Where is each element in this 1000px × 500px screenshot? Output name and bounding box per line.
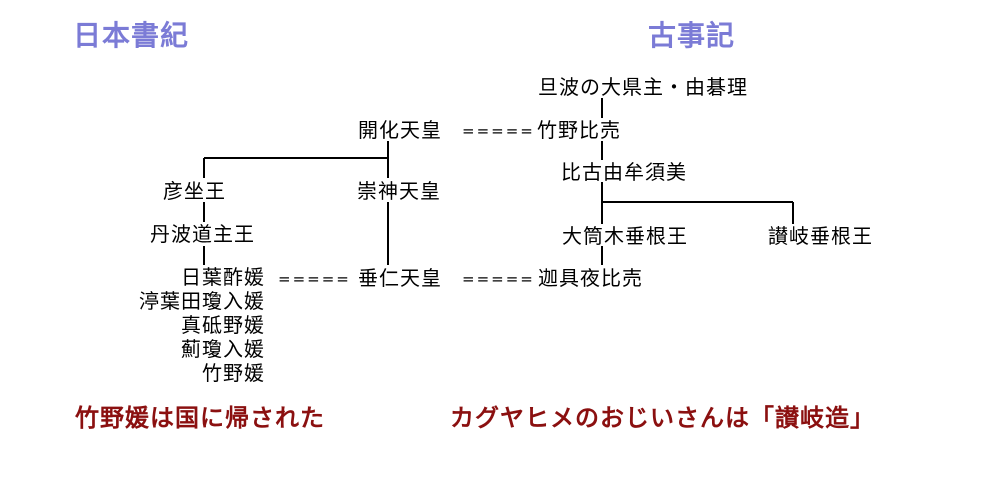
node-otsutsuki: 大筒木垂根王 <box>562 224 688 248</box>
nihon-shoki-header: 日本書紀 <box>73 19 190 52</box>
node-sujin: 崇神天皇 <box>357 179 441 203</box>
node-tanba-michinushi: 丹波道主王 <box>150 222 255 246</box>
daughter-item: 竹野媛 <box>202 361 265 385</box>
node-takeno-hime: 竹野比売 <box>537 118 621 142</box>
caption-right: カグヤヒメのおじいさんは「讃岐造」 <box>450 404 875 432</box>
node-kaika: 開化天皇 <box>358 118 442 142</box>
daughter-item: 日葉酢媛 <box>181 265 265 289</box>
node-kaguyahime: 迦具夜比売 <box>538 266 643 290</box>
marriage-suinin-kaguya: ===== <box>462 270 535 288</box>
node-hikoimasu: 彦坐王 <box>163 179 226 203</box>
marriage-kaika-takeno: ===== <box>462 122 535 140</box>
kojiki-header: 古事記 <box>648 19 736 52</box>
node-hikoyumusumi: 比古由牟須美 <box>561 160 687 184</box>
marriage-hibasu-suinin: ===== <box>278 270 351 288</box>
daughters-list: 日葉酢媛 渟葉田瓊入媛 真砥野媛 薊瓊入媛 竹野媛 <box>110 265 265 385</box>
node-tanba-agata: 旦波の大県主・由碁理 <box>538 75 748 99</box>
node-suinin: 垂仁天皇 <box>358 266 442 290</box>
node-sanuki-tarene: 讃岐垂根王 <box>768 224 873 248</box>
caption-left: 竹野媛は国に帰された <box>75 404 325 432</box>
daughter-item: 薊瓊入媛 <box>181 337 265 361</box>
daughter-item: 真砥野媛 <box>181 313 265 337</box>
daughter-item: 渟葉田瓊入媛 <box>139 289 265 313</box>
